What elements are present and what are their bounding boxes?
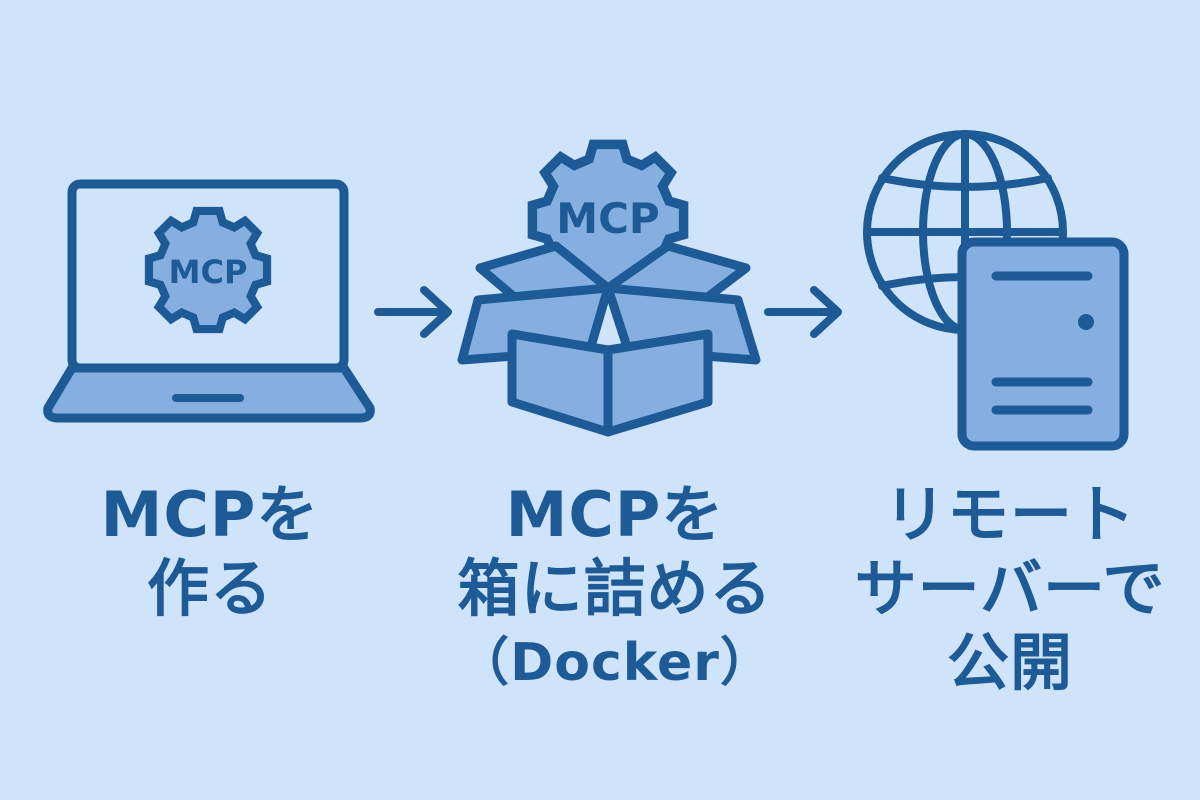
laptop-gear-badge: MCP (169, 253, 248, 291)
server-icon (957, 237, 1129, 451)
box-icon (457, 241, 761, 437)
step-1-caption: MCPを 作る (30, 478, 390, 626)
server-light-icon (1078, 314, 1094, 330)
step-2-line2: 箱に詰める (457, 552, 773, 625)
step-3-line1: リモート (883, 478, 1136, 551)
step-3-line3: 公開 (946, 626, 1073, 699)
step-2-line1: MCPを (505, 478, 725, 551)
step-3-caption: リモート サーバーで 公開 (830, 478, 1190, 700)
arrow-right-icon (764, 286, 842, 338)
step-3-line2: サーバーで (854, 552, 1166, 625)
step-2-caption: MCPを 箱に詰める （Docker） (420, 478, 810, 700)
step-1-line2: 作る (146, 552, 273, 625)
arrow-right-icon (374, 286, 452, 338)
step-2-line3: （Docker） (457, 633, 773, 693)
box-gear-badge: MCP (556, 194, 659, 243)
step-1-line1: MCPを (100, 478, 320, 551)
